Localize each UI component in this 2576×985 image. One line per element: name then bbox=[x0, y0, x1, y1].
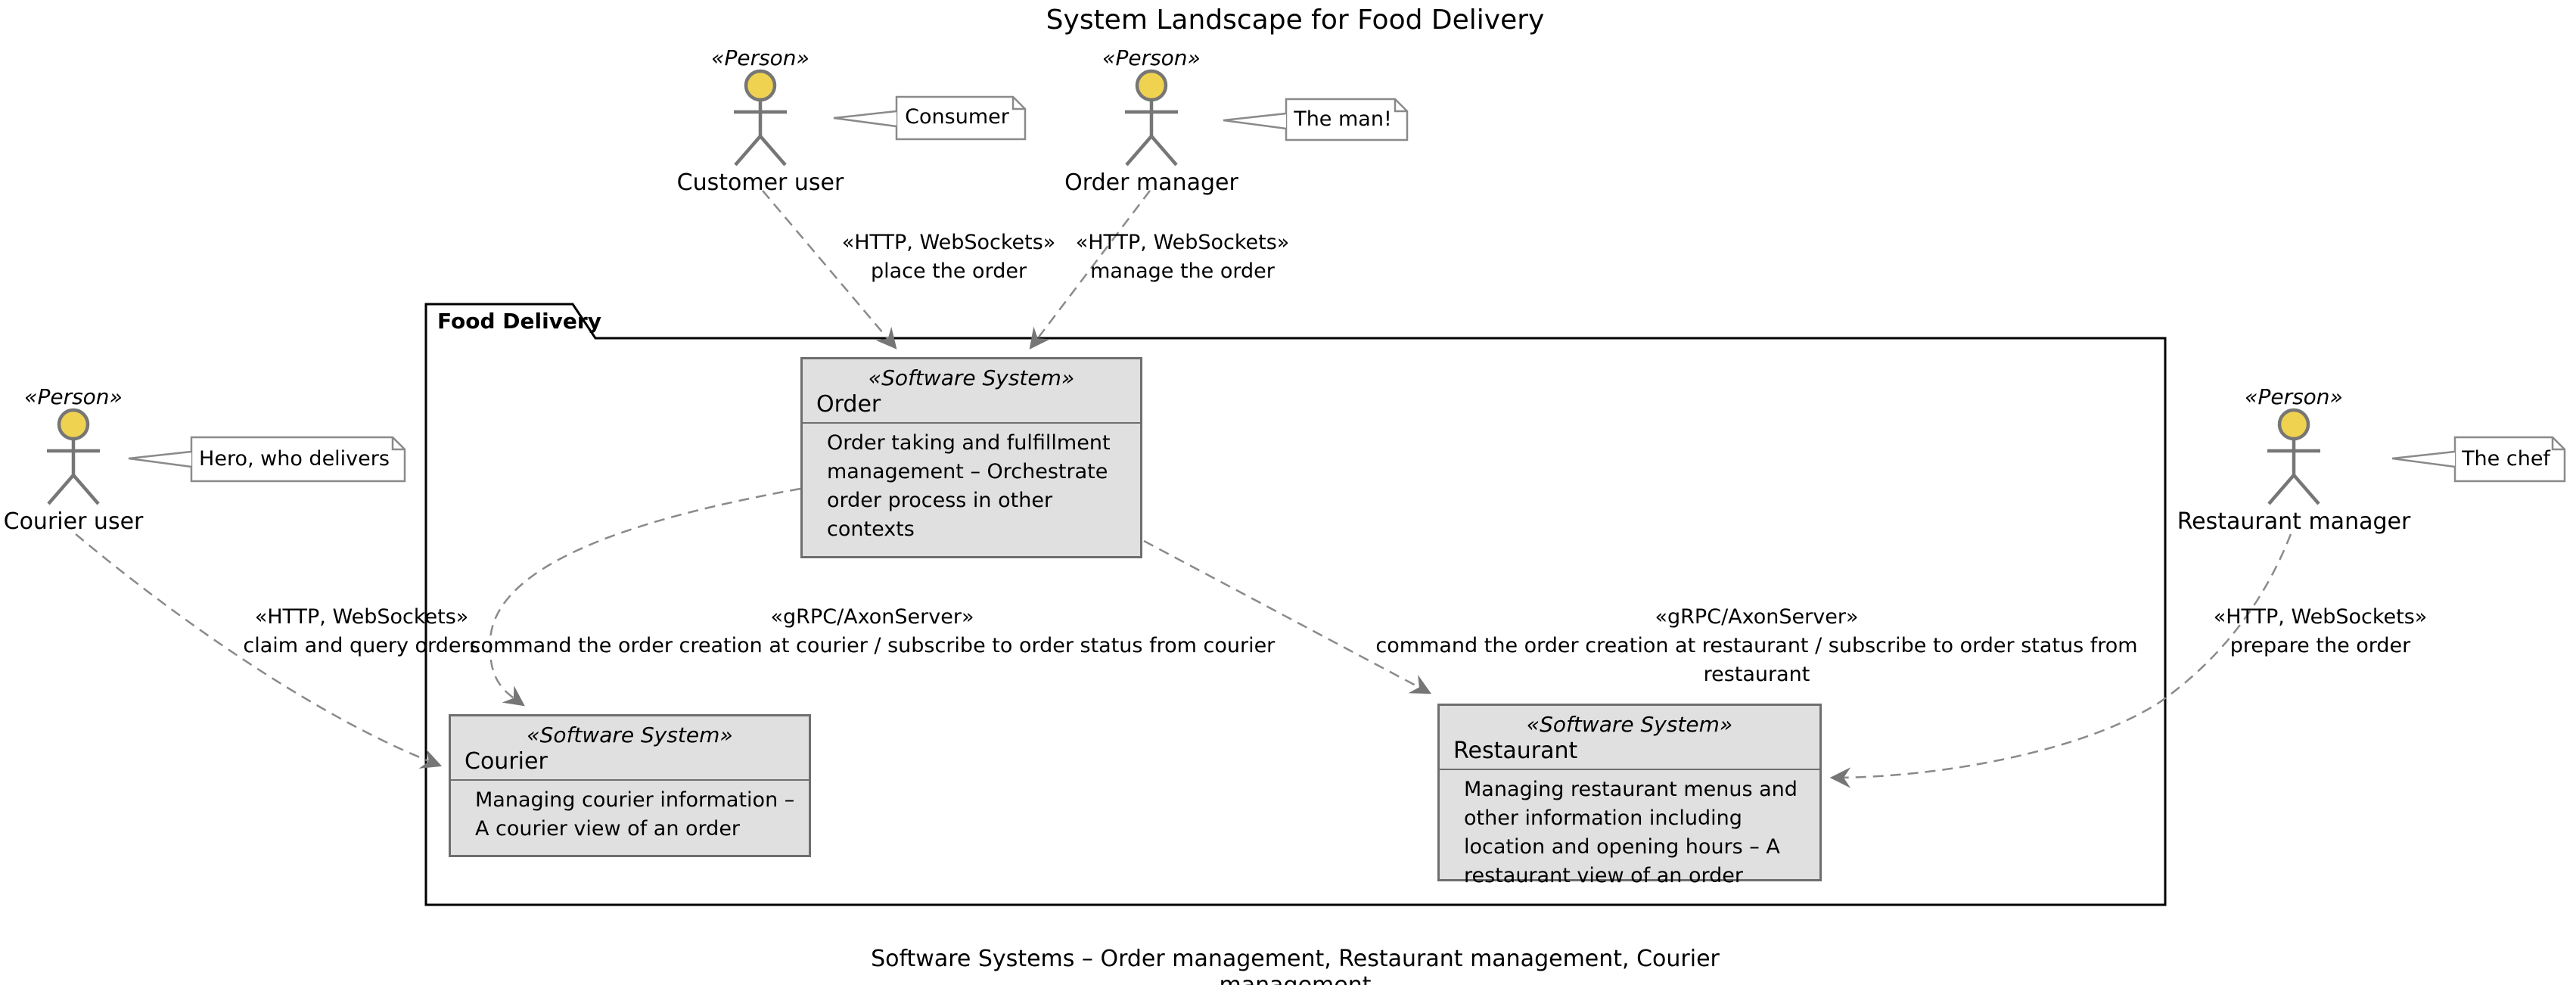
rel-description: manage the order bbox=[1090, 259, 1275, 283]
rel-description: command the order creation at courier / … bbox=[469, 634, 1276, 657]
system-courier-description: Managing courier information – A courier… bbox=[475, 788, 795, 841]
system-restaurant-name: Restaurant bbox=[1453, 738, 1578, 764]
rel-label-grpc-restaurant: «gRPC/AxonServer» command the order crea… bbox=[1333, 603, 2180, 689]
system-restaurant-stereotype: «Software System» bbox=[1526, 712, 1733, 737]
diagram-title: System Landscape for Food Delivery bbox=[1046, 5, 1545, 36]
rel-label-claim-and-query-orders: «HTTP, WebSockets» claim and query order… bbox=[210, 603, 513, 660]
person-icon bbox=[47, 408, 100, 505]
rel-description: place the order bbox=[870, 259, 1027, 283]
system-order: «Software System» Order Order taking and… bbox=[800, 357, 1142, 558]
system-order-description: Order taking and fulfillment management … bbox=[827, 431, 1111, 541]
actor-restaurantmanager-name: Restaurant manager bbox=[2177, 508, 2411, 535]
separator bbox=[451, 779, 809, 781]
system-order-name: Order bbox=[816, 391, 881, 418]
actor-courieruser-name: Courier user bbox=[3, 508, 144, 535]
system-restaurant: «Software System» Restaurant Managing re… bbox=[1437, 704, 1822, 887]
rel-technology: «HTTP, WebSockets» bbox=[1075, 231, 1290, 254]
person-icon bbox=[734, 69, 787, 166]
actor-courieruser-figure bbox=[24, 407, 123, 514]
actor-ordermanager-figure bbox=[1102, 68, 1201, 176]
rel-description: command the order creation at restaurant… bbox=[1375, 634, 2138, 686]
actor-restaurantmanager-stereotype: «Person» bbox=[2245, 384, 2343, 409]
actor-ordermanager-stereotype: «Person» bbox=[1102, 45, 1201, 70]
rel-technology: «HTTP, WebSockets» bbox=[2213, 605, 2428, 629]
system-courier-stereotype: «Software System» bbox=[527, 722, 733, 747]
system-courier-name: Courier bbox=[465, 748, 548, 775]
note-the-man-text: The man! bbox=[1294, 107, 1392, 131]
person-icon bbox=[2267, 408, 2320, 505]
separator bbox=[1440, 769, 1819, 770]
person-icon bbox=[1125, 69, 1178, 166]
rel-label-manage-the-order: «HTTP, WebSockets» manage the order bbox=[1031, 228, 1334, 286]
note-hero-text: Hero, who delivers bbox=[199, 447, 390, 471]
system-order-stereotype: «Software System» bbox=[868, 365, 1075, 390]
rel-description: claim and query orders bbox=[243, 634, 480, 657]
rel-label-place-the-order: «HTTP, WebSockets» place the order bbox=[797, 228, 1100, 286]
actor-courieruser-stereotype: «Person» bbox=[24, 384, 123, 409]
note-the-chef-text: The chef bbox=[2462, 447, 2550, 471]
note-consumer-text: Consumer bbox=[905, 105, 1009, 129]
actor-restaurantmanager-figure bbox=[2245, 407, 2343, 514]
rel-technology: «gRPC/AxonServer» bbox=[1655, 605, 1859, 629]
rel-label-grpc-courier: «gRPC/AxonServer» command the order crea… bbox=[456, 603, 1288, 660]
actor-ordermanager-name: Order manager bbox=[1064, 169, 1238, 196]
rel-description: prepare the order bbox=[2230, 634, 2411, 657]
rel-technology: «gRPC/AxonServer» bbox=[770, 605, 974, 629]
actor-customer-name: Customer user bbox=[676, 169, 844, 196]
separator bbox=[803, 422, 1140, 424]
system-restaurant-description: Managing restaurant menus and other info… bbox=[1464, 778, 1798, 887]
rel-label-prepare-the-order: «HTTP, WebSockets» prepare the order bbox=[2169, 603, 2472, 660]
system-courier: «Software System» Courier Managing couri… bbox=[449, 714, 811, 857]
actor-customer-stereotype: «Person» bbox=[711, 45, 809, 70]
rel-technology: «HTTP, WebSockets» bbox=[254, 605, 469, 629]
arrow-order-to-courier bbox=[489, 487, 801, 707]
diagram-caption: Software Systems – Order management, Res… bbox=[871, 946, 1720, 985]
frame-label: Food Delivery bbox=[437, 309, 601, 334]
actor-customer-figure bbox=[711, 68, 809, 176]
rel-technology: «HTTP, WebSockets» bbox=[841, 231, 1056, 254]
